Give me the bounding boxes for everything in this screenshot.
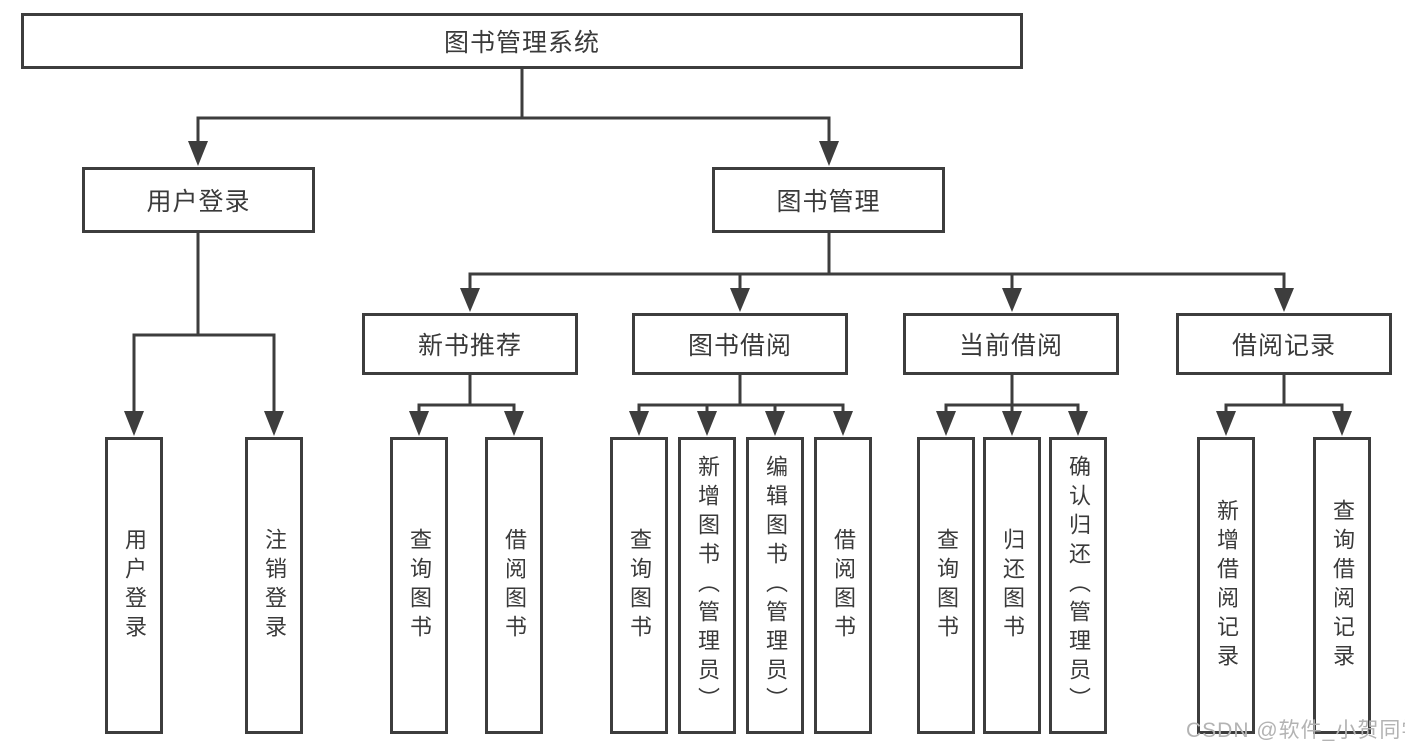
node-label: 归还图书 xyxy=(1000,527,1025,644)
node-label: 图书借阅 xyxy=(687,332,792,360)
node-leaf-logout: 注销登录 xyxy=(245,437,303,734)
watermark: CSDN @软件_小贺同学 xyxy=(1186,719,1405,742)
node-label: 借阅图书 xyxy=(831,527,856,644)
node-new-book-recommendation: 新书推荐 xyxy=(362,313,578,375)
node-label: 图书管理 xyxy=(776,188,881,216)
node-label: 新书推荐 xyxy=(417,332,522,360)
node-label: 查询借阅记录 xyxy=(1330,498,1355,673)
node-book-borrowing: 图书借阅 xyxy=(632,313,848,375)
node-leaf-add-book-admin: 新增图书（管理员） xyxy=(678,437,736,734)
node-leaf-query-books-current: 查询图书 xyxy=(917,437,975,734)
node-label: 用户登录 xyxy=(122,527,147,644)
node-leaf-query-books-recommend: 查询图书 xyxy=(390,437,448,734)
node-leaf-borrow-books: 借阅图书 xyxy=(814,437,872,734)
node-current-borrowing: 当前借阅 xyxy=(903,313,1119,375)
node-leaf-add-borrow-record: 新增借阅记录 xyxy=(1197,437,1255,734)
node-label: 当前借阅 xyxy=(958,332,1063,360)
node-book-management: 图书管理 xyxy=(712,167,945,233)
node-label: 借阅图书 xyxy=(502,527,527,644)
node-leaf-return-books: 归还图书 xyxy=(983,437,1041,734)
node-label: 新增图书（管理员） xyxy=(695,455,720,716)
node-leaf-user-login: 用户登录 xyxy=(105,437,163,734)
node-library-management-system: 图书管理系统 xyxy=(21,13,1023,69)
node-label: 查询图书 xyxy=(627,527,652,644)
node-label: 用户登录 xyxy=(146,188,251,216)
node-label: 编辑图书（管理员） xyxy=(763,455,788,716)
node-borrowing-records: 借阅记录 xyxy=(1176,313,1392,375)
node-leaf-confirm-return-admin: 确认归还（管理员） xyxy=(1049,437,1107,734)
node-label: 新增借阅记录 xyxy=(1214,498,1239,673)
node-leaf-query-borrow-record: 查询借阅记录 xyxy=(1313,437,1371,734)
node-leaf-query-books-borrowing: 查询图书 xyxy=(610,437,668,734)
node-label: 图书管理系统 xyxy=(443,29,600,57)
node-label: 查询图书 xyxy=(934,527,959,644)
arrowheads xyxy=(124,141,1352,436)
node-label: 查询图书 xyxy=(407,527,432,644)
node-label: 借阅记录 xyxy=(1231,332,1336,360)
node-label: 注销登录 xyxy=(262,527,287,644)
node-user-login: 用户登录 xyxy=(82,167,315,233)
node-leaf-borrow-books-recommend: 借阅图书 xyxy=(485,437,543,734)
node-label: 确认归还（管理员） xyxy=(1066,455,1091,716)
node-leaf-edit-book-admin: 编辑图书（管理员） xyxy=(746,437,804,734)
